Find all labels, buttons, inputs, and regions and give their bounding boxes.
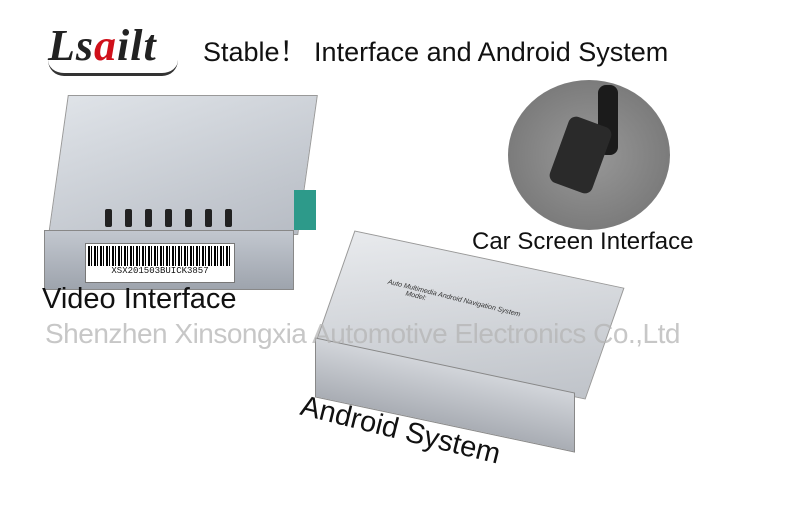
car-screen-connector-image (508, 80, 670, 230)
serial-number: XSX201503BUICK3857 (111, 266, 209, 276)
car-screen-interface-label: Car Screen Interface (472, 228, 694, 255)
logo-swoosh (48, 60, 178, 76)
headline: Stable！ Interface and Android System (203, 37, 669, 67)
barcode-label: XSX201503BUICK3857 (85, 243, 235, 283)
brand-logo: Lsailt (48, 21, 157, 70)
video-interface-label: Video Interface (42, 283, 237, 315)
watermark: Shenzhen Xinsongxia Automotive Electroni… (45, 318, 680, 349)
